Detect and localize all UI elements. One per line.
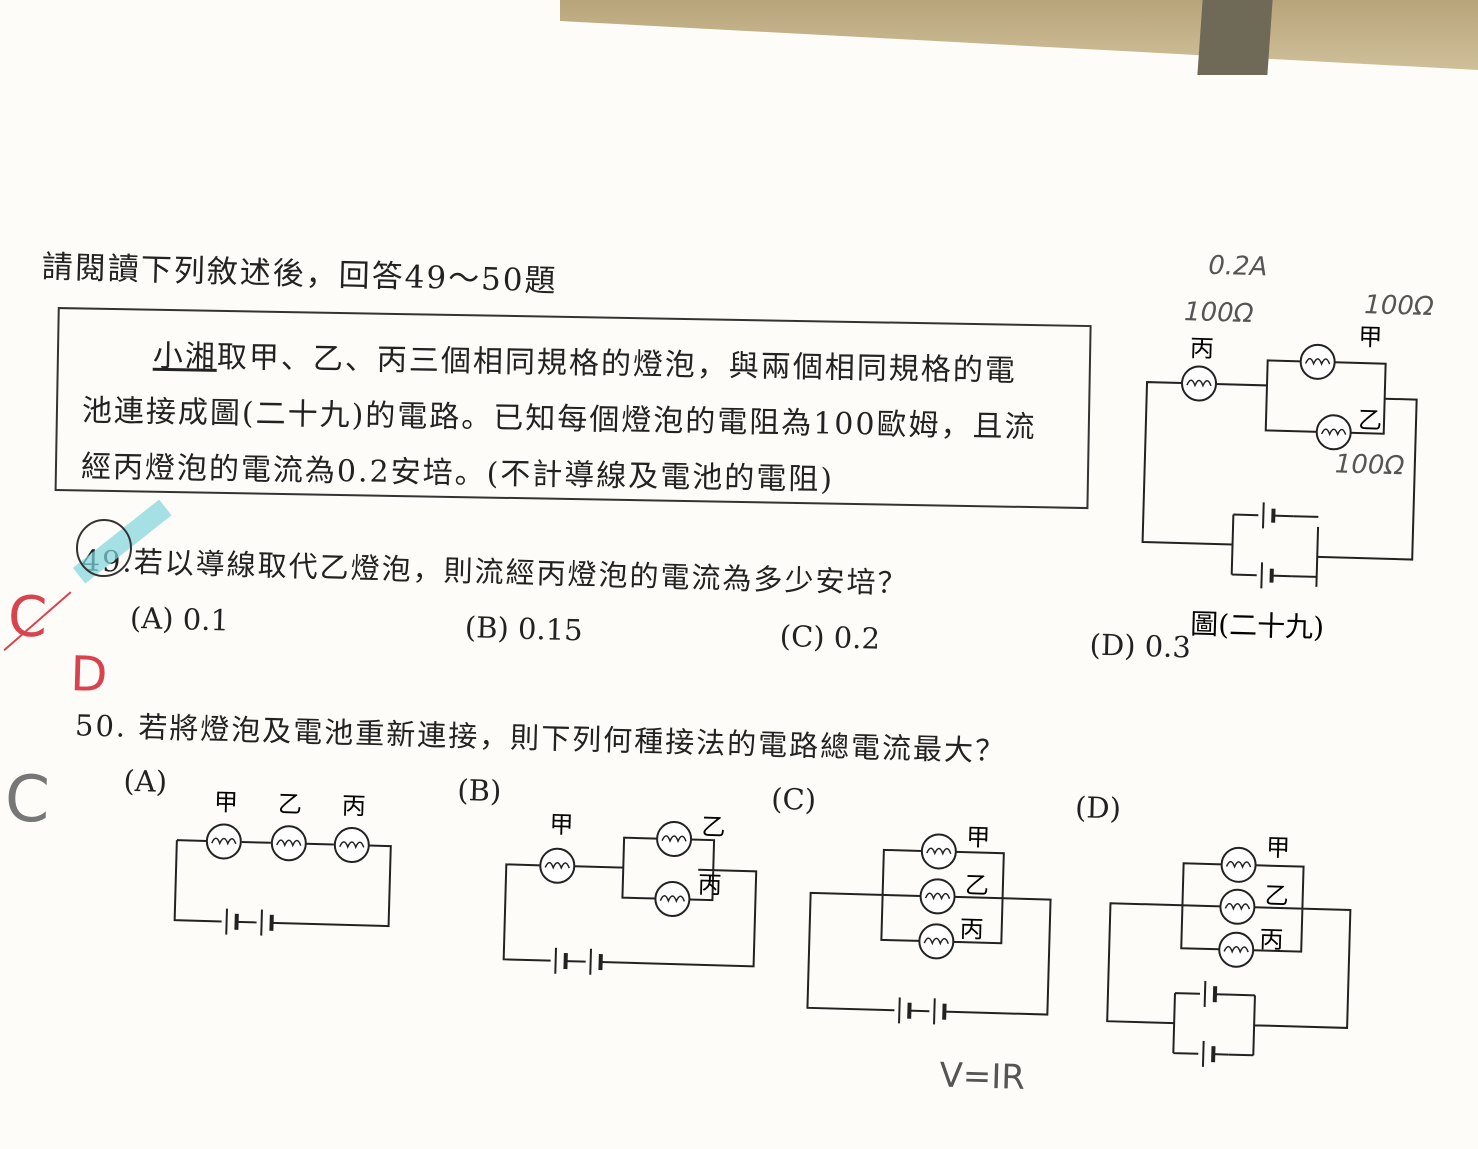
circuit-c-label-b: 乙 [965,871,990,900]
circuit-c-label-a: 甲 [966,823,991,852]
circuit-d-battery-2-long [1203,1041,1204,1067]
circuit-b-diagram: 甲 乙 丙 [495,809,770,991]
formula-note: V=IR [939,1056,1025,1098]
q49-answer-mark: D [70,646,109,703]
circuit-b-wiring [504,834,757,966]
circuit-b-label-b: 乙 [701,813,726,842]
circuit-b-label-c: 丙 [697,871,722,900]
circuit-d-diagram: 甲 乙 丙 [1098,821,1365,1068]
circuit-c-bulb-c-icon [919,924,954,959]
circuit-d-label-c: 丙 [1259,925,1284,954]
circuit-a-label-c: 丙 [342,792,367,821]
circuit-d-battery-1-long [1205,981,1206,1007]
circuit-a-label-a: 甲 [214,788,239,817]
circuit-a-battery-2-long [261,910,262,936]
circuit-c-battery-wire [909,1011,929,1012]
circuit-b-bulb-b-icon [657,822,692,857]
circuit-c-bulb-b-icon [920,879,955,914]
circuit-b-battery-1-long [555,948,556,974]
circuit-b-battery-2-long [590,949,591,975]
circuit-d-bulb-b-icon [1220,889,1255,924]
circuit-a-diagram: 甲 乙 丙 [166,795,410,942]
circuit-a-battery-wire [237,922,257,923]
circuit-a-battery-1-long [226,909,227,935]
circuit-d-bulb-c-icon [1219,932,1254,967]
circuit-a-label-b: 乙 [278,790,303,819]
circuit-b-battery-wire [566,961,586,962]
circuit-a-bulb-c-icon [334,828,369,863]
circuit-c-battery-1-long [899,997,900,1023]
circuit-d-label-a: 甲 [1266,834,1291,863]
circuit-c-label-c: 丙 [959,915,984,944]
circuit-a-bulb-b-icon [271,826,306,861]
circuit-b-bulb-a-icon [540,848,575,883]
circuit-d-label-b: 乙 [1264,882,1289,911]
q50-answer-mark: C [4,762,51,837]
circuit-b-label-a: 甲 [549,811,574,840]
circuit-c-battery-2-long [934,998,935,1024]
circuit-b-bulb-c-icon [655,882,690,917]
circuit-a-bulb-a-icon [206,824,241,859]
circuit-c-diagram: 甲 乙 丙 [799,813,1065,1025]
circuit-d-bulb-a-icon [1221,847,1256,882]
circuit-c-bulb-a-icon [921,834,956,869]
